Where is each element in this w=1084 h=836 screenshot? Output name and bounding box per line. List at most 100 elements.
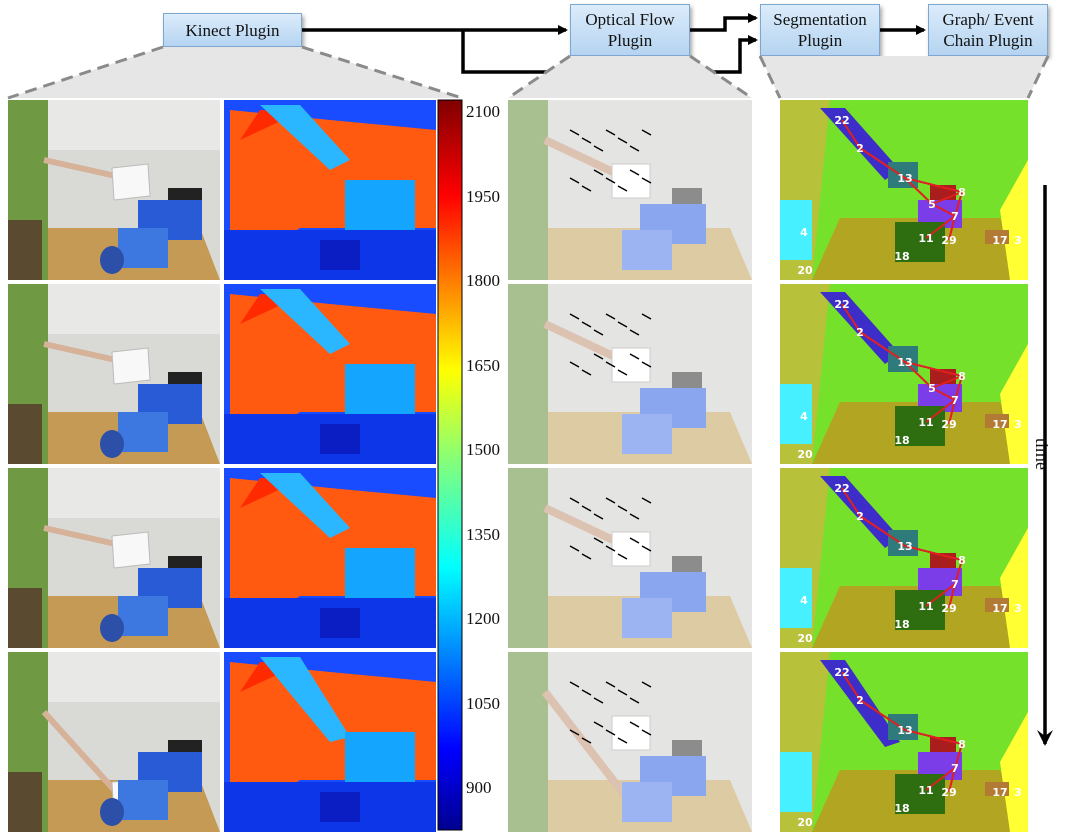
graph-edge (948, 399, 956, 425)
segment-label: 8 (958, 370, 966, 383)
segment-label: 22 (834, 298, 849, 311)
graph-edge (859, 515, 906, 547)
segment-label: 22 (834, 114, 849, 127)
rgb-frame-3 (8, 468, 220, 648)
graph-edge (859, 699, 906, 731)
segment-label: 18 (894, 434, 909, 447)
graph-edge (931, 375, 963, 389)
optical-flow-funnel (507, 54, 753, 100)
graph-edge (859, 331, 906, 363)
graph-label-line2: Chain Plugin (943, 31, 1033, 50)
segment-label: 8 (958, 186, 966, 199)
segment-label: 22 (834, 482, 849, 495)
graph-edge (931, 387, 956, 401)
segment-label: 7 (951, 578, 959, 591)
segment-label: 13 (897, 724, 912, 737)
segment-label: 11 (918, 232, 933, 245)
arrow-optical-flow-to-segmentation (690, 13, 758, 32)
segmentation-label-line1: Segmentation (773, 10, 867, 29)
segment-label: 18 (894, 802, 909, 815)
segment-label: 2 (856, 142, 864, 155)
colorbar-tick-label: 900 (466, 778, 492, 797)
segment-label: 11 (918, 784, 933, 797)
graph-edge (925, 583, 956, 607)
segment-label: 2 (856, 326, 864, 339)
segment-label: 29 (941, 786, 956, 799)
segment-label: 11 (918, 416, 933, 429)
graph-edge (904, 545, 963, 561)
segment-label: 8 (958, 554, 966, 567)
graph-edge (954, 191, 963, 217)
graph-edge (904, 729, 963, 745)
graph-edge (931, 203, 956, 217)
graph-edge (841, 303, 861, 333)
kinect-plugin-label: Kinect Plugin (185, 20, 280, 40)
graph-edge (931, 191, 963, 205)
segment-label: 17 (992, 418, 1007, 431)
segment-label: 29 (941, 234, 956, 247)
graph-edge (904, 177, 933, 205)
graph-edge (904, 177, 963, 193)
segment-label: 4 (800, 594, 808, 607)
graph-edge (841, 671, 861, 701)
segment-label: 29 (941, 418, 956, 431)
graph-edge (954, 375, 963, 401)
segment-label: 18 (894, 250, 909, 263)
segmentation-funnel (758, 55, 1050, 99)
segment-label: 17 (992, 234, 1007, 247)
graph-label-line1: Graph/ Event (942, 10, 1034, 29)
colorbar-tick-label: 1500 (466, 440, 500, 459)
graph-edge (859, 147, 906, 179)
optical-flow-frame-2 (508, 284, 752, 464)
depth-frame-4 (224, 652, 436, 832)
segment-label: 4 (800, 410, 808, 423)
segment-label: 3 (1014, 234, 1022, 247)
colorbar-tick-label: 1050 (466, 693, 500, 713)
segment-label: 5 (928, 382, 936, 395)
graph-edge (841, 487, 861, 517)
segment-label: 3 (1014, 418, 1022, 431)
kinect-plugin-box: Kinect Plugin (163, 13, 302, 47)
rgb-frame-2 (8, 284, 220, 464)
optical-flow-frame-4 (508, 652, 752, 832)
graph-edge (904, 361, 933, 389)
depth-frame-3 (224, 468, 436, 648)
segment-label: 20 (797, 264, 813, 277)
graph-edge (948, 583, 956, 609)
segment-label: 7 (951, 762, 959, 775)
time-label: time (1032, 438, 1052, 470)
segment-label: 2 (856, 510, 864, 523)
optical-flow-label-line2: Plugin (607, 31, 653, 50)
segment-label: 7 (951, 394, 959, 407)
segmentation-plugin-box: Segmentation Plugin (760, 4, 880, 56)
segment-label: 5 (928, 198, 936, 211)
colorbar-gradient (437, 99, 463, 831)
segment-label: 13 (897, 172, 912, 185)
graph-edge (954, 743, 963, 769)
segment-label: 20 (797, 816, 813, 829)
colorbar-tick-label: 1650 (466, 355, 500, 375)
optical-flow-label-line1: Optical Flow (585, 10, 675, 29)
segment-label: 13 (897, 356, 912, 369)
segment-label: 11 (918, 600, 933, 613)
depth-frame-1 (224, 100, 436, 280)
colorbar-tick-label: 1800 (466, 271, 500, 290)
graph-edge (954, 559, 963, 585)
kinect-funnel (7, 45, 463, 100)
graph-edge (925, 399, 956, 423)
optical-flow-frame-3 (508, 468, 752, 648)
colorbar-tick-label: 1350 (466, 524, 500, 544)
segment-label: 13 (897, 540, 912, 553)
segment-label: 22 (834, 666, 849, 679)
segment-label: 3 (1014, 786, 1022, 799)
segment-label: 17 (992, 602, 1007, 615)
rgb-frame-1 (8, 100, 220, 280)
segment-label: 20 (797, 448, 813, 461)
colorbar-tick-label: 1200 (466, 609, 500, 628)
